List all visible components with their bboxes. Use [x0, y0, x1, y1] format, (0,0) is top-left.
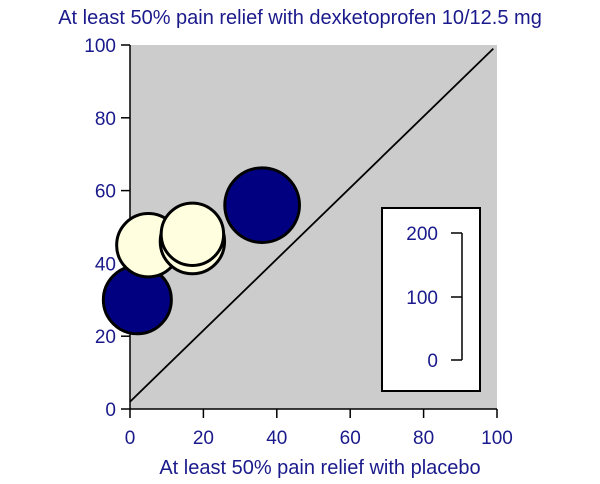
- data-point-4: [159, 201, 226, 267]
- size-legend-label-0: 0: [427, 351, 438, 372]
- size-legend-label-100: 100: [406, 288, 438, 309]
- identity-line-group: [129, 47, 494, 403]
- y-tick-label-80: 80: [95, 109, 116, 130]
- data-points: [101, 166, 301, 336]
- data-point-5: [223, 166, 301, 244]
- size-legend-label-200: 200: [406, 224, 438, 245]
- y-tick-label-100: 100: [84, 36, 116, 57]
- y-tick-label-40: 40: [95, 254, 116, 275]
- y-tick-label-0: 0: [105, 400, 116, 421]
- x-tick-label-80: 80: [413, 428, 434, 449]
- size-legend: 200 100 0: [381, 207, 481, 392]
- identity-line: [129, 47, 494, 403]
- x-tick-label-0: 0: [125, 428, 136, 449]
- chart-title: At least 50% pain relief with dexketopro…: [58, 7, 542, 29]
- size-legend-box: [381, 207, 481, 392]
- axes: 0 20 40 60 80 100 0 20 40 60 80 100: [84, 36, 513, 449]
- x-tick-label-40: 40: [266, 428, 287, 449]
- y-tick-label-20: 20: [95, 327, 116, 348]
- y-tick-label-60: 60: [95, 182, 116, 203]
- x-tick-label-100: 100: [481, 428, 513, 449]
- x-tick-label-20: 20: [193, 428, 214, 449]
- x-axis-label: At least 50% pain relief with placebo: [159, 457, 480, 479]
- x-tick-label-60: 60: [340, 428, 361, 449]
